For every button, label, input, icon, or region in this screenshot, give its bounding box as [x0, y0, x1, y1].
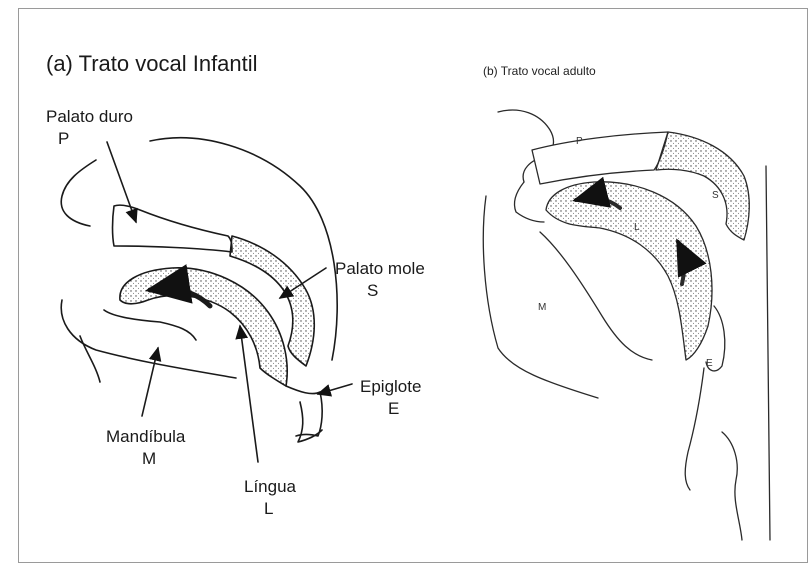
label-mandibula: Mandíbula M: [106, 426, 185, 470]
label-palato-mole-text: Palato mole: [335, 258, 425, 280]
infant-tongue: [120, 268, 287, 386]
infant-hard-palate: [113, 205, 233, 252]
label-palato-mole-letter: S: [335, 280, 425, 302]
label-mandibula-text: Mandíbula: [106, 426, 185, 448]
adult-lip-upper: [514, 182, 544, 222]
panel-b-title: (b) Trato vocal adulto: [483, 64, 596, 78]
label-palato-mole: Palato mole S: [335, 258, 425, 302]
label-palato-duro-text: Palato duro: [46, 106, 133, 128]
adult-vocal-tract: [483, 110, 770, 540]
infant-pharynx: [286, 386, 322, 436]
adult-label-p: P: [576, 136, 583, 147]
adult-pharynx-back: [766, 166, 770, 540]
label-epiglote-text: Epiglote: [360, 376, 421, 398]
label-mandibula-letter: M: [106, 448, 185, 470]
infant-lower-lip: [104, 310, 196, 340]
pointer-epiglote: [318, 384, 352, 394]
adult-label-s: S: [712, 190, 719, 201]
label-epiglote: Epiglote E: [360, 376, 421, 420]
pointer-mandibula: [142, 348, 158, 416]
adult-tongue: [546, 182, 712, 360]
adult-hard-palate: [532, 132, 668, 184]
adult-label-m: M: [538, 302, 546, 313]
infant-face-outline: [61, 160, 96, 226]
adult-larynx: [722, 432, 742, 540]
label-palato-duro: Palato duro P: [46, 106, 133, 150]
infant-mandible: [61, 300, 236, 378]
label-epiglote-letter: E: [360, 398, 421, 420]
infant-vocal-tract: [61, 138, 352, 462]
label-lingua: Língua L: [244, 476, 296, 520]
label-palato-duro-letter: P: [46, 128, 133, 150]
adult-label-l: L: [634, 222, 640, 233]
panel-a-title: (a) Trato vocal Infantil: [46, 51, 258, 77]
label-lingua-text: Língua: [244, 476, 296, 498]
label-lingua-letter: L: [244, 498, 296, 520]
adult-mandible-line: [540, 232, 652, 360]
infant-chin: [80, 336, 100, 382]
adult-label-e: E: [706, 358, 713, 369]
adult-neck-front: [685, 368, 704, 490]
